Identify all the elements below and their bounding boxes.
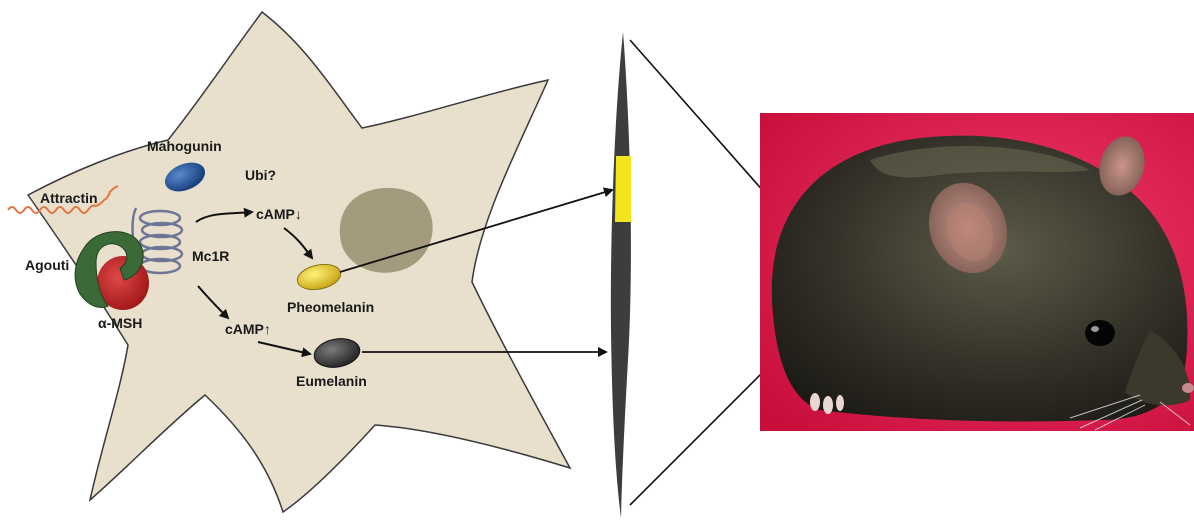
zoom-line-bottom <box>630 360 775 505</box>
label-camp-down: cAMP↓ <box>256 206 302 222</box>
label-mahogunin: Mahogunin <box>147 138 222 154</box>
label-eumelanin: Eumelanin <box>296 373 367 389</box>
label-mc1r: Mc1R <box>192 248 229 264</box>
label-ubi: Ubi? <box>245 167 276 183</box>
label-attractin: Attractin <box>40 190 98 206</box>
label-msh: α-MSH <box>98 315 142 331</box>
label-pheomelanin: Pheomelanin <box>287 299 374 315</box>
mouse-photo <box>760 113 1194 431</box>
zoom-line-top <box>630 40 780 210</box>
label-camp-up: cAMP↑ <box>225 321 271 337</box>
label-agouti: Agouti <box>25 257 69 273</box>
hair-shaft <box>611 32 631 518</box>
hair-yellow-band <box>615 156 631 222</box>
nucleus <box>340 188 433 273</box>
